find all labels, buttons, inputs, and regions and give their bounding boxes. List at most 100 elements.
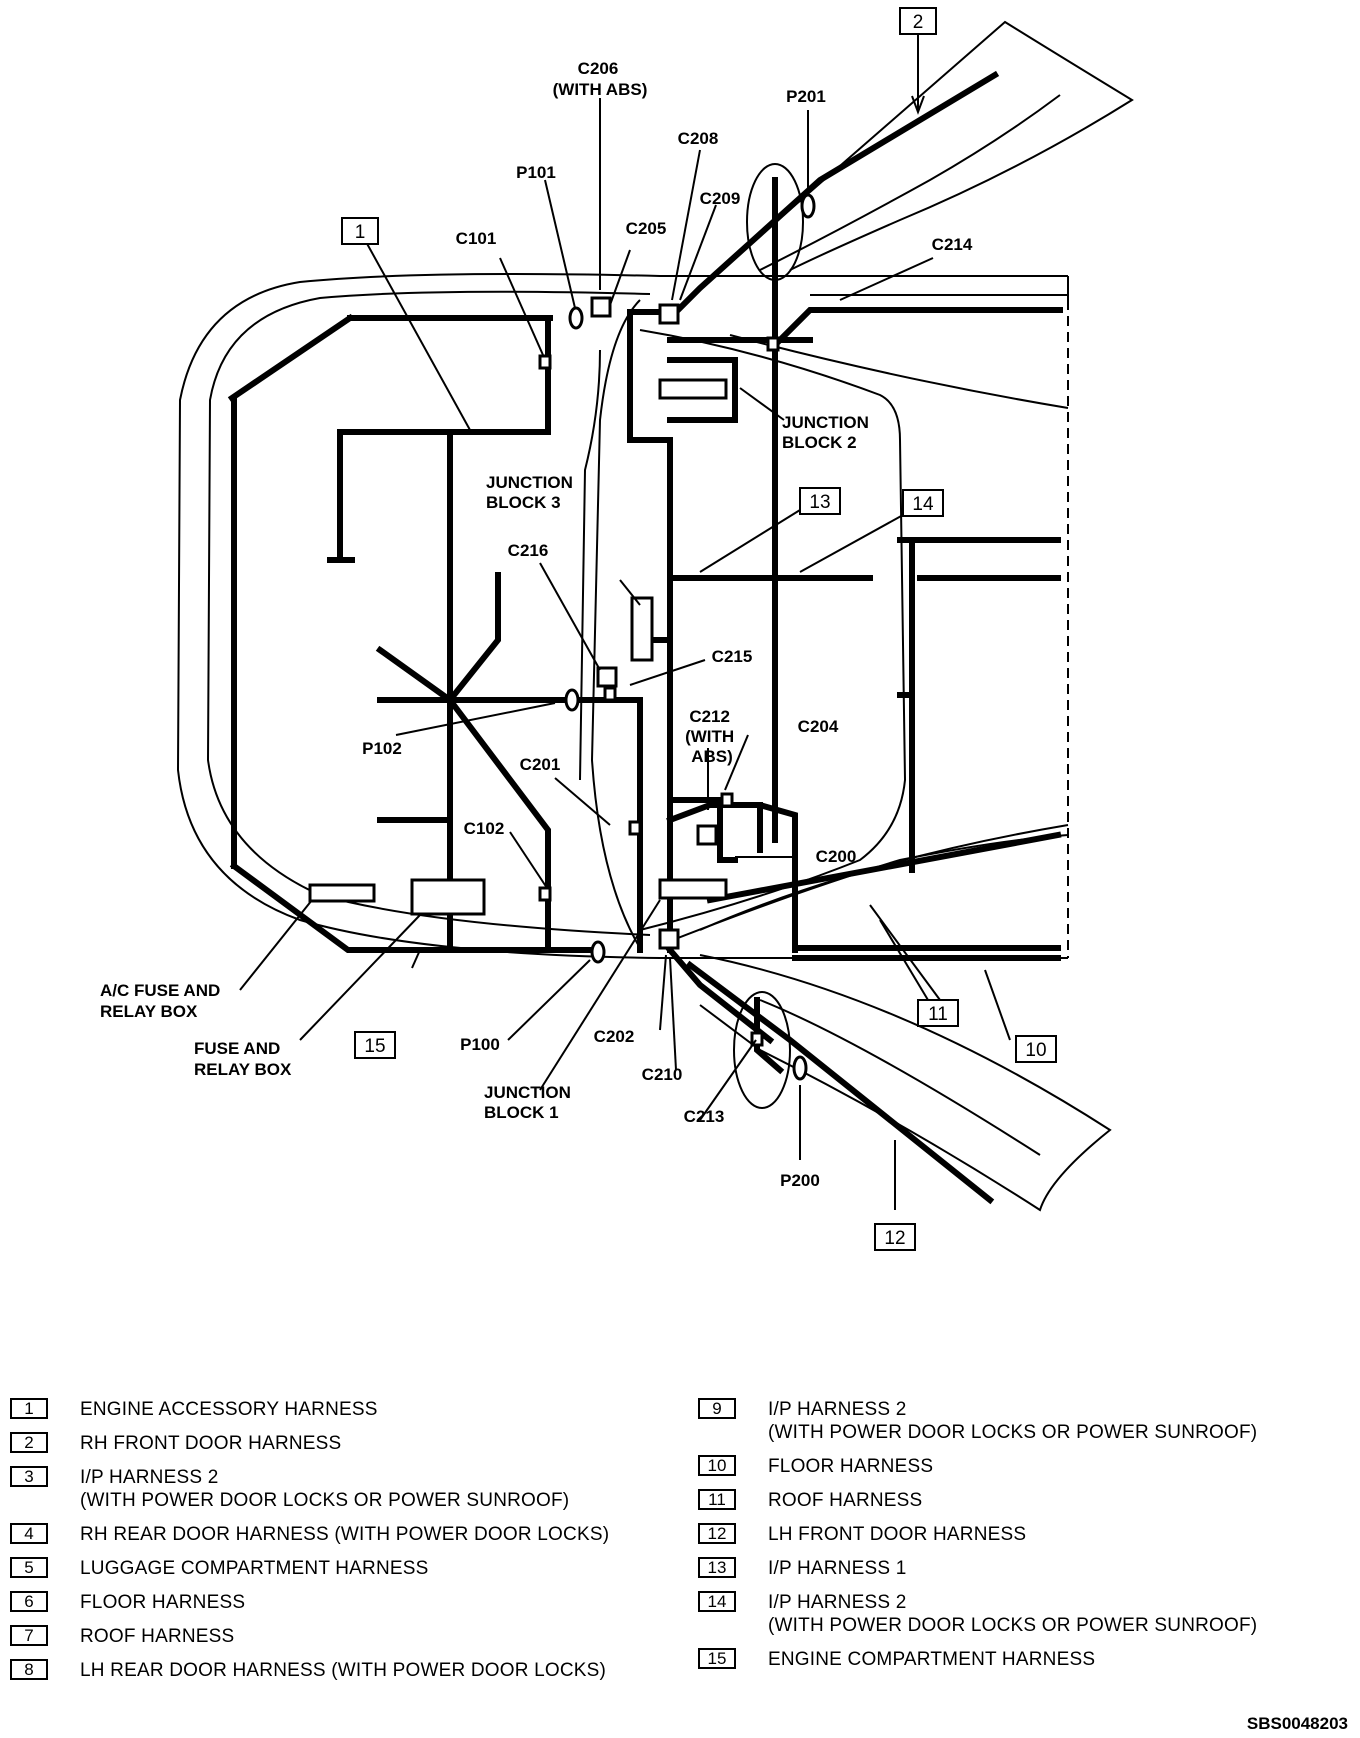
label-c208: C208	[678, 129, 719, 148]
junction-block-3	[630, 596, 654, 662]
legend-label: I/P HARNESS 2	[768, 1399, 907, 1420]
legend-left-column: 1 ENGINE ACCESSORY HARNESS 2 RH FRONT DOOR …	[10, 1398, 690, 1693]
label-c200: C200	[816, 847, 857, 866]
legend-label: ENGINE COMPARTMENT HARNESS	[768, 1649, 1096, 1670]
leader-lines	[239, 35, 1011, 1210]
label-c216: C216	[508, 541, 549, 560]
legend-item-5: 5 LUGGAGE COMPARTMENT HARNESS	[10, 1557, 690, 1580]
legend-number-box: 6	[10, 1591, 48, 1612]
legend-number-box: 11	[698, 1489, 736, 1510]
legend-number-box: 2	[10, 1432, 48, 1453]
legend-number-box: 14	[698, 1591, 736, 1612]
callout-11: 11	[917, 999, 959, 1027]
legend-number-box: 8	[10, 1659, 48, 1680]
label-c210: C210	[642, 1065, 683, 1084]
label-p100: P100	[460, 1035, 500, 1054]
legend-text: I/P HARNESS 2(WITH POWER DOOR LOCKS OR P…	[768, 1591, 1257, 1637]
legend-item-2: 2 RH FRONT DOOR HARNESS	[10, 1432, 690, 1455]
legend-sublabel: (WITH POWER DOOR LOCKS OR POWER SUNROOF)	[80, 1490, 570, 1511]
callout-14: 14	[902, 489, 944, 517]
svg-text:13: 13	[809, 492, 830, 513]
junction-block-2	[658, 378, 728, 400]
label-c209: C209	[700, 189, 741, 208]
legend-item-13: 13 I/P HARNESS 1	[698, 1557, 1358, 1580]
legend-text: FLOOR HARNESS	[768, 1455, 933, 1478]
legend-item-8: 8 LH REAR DOOR HARNESS (WITH POWER DOOR L…	[10, 1659, 690, 1682]
legend-text: LUGGAGE COMPARTMENT HARNESS	[80, 1557, 429, 1580]
label-junction-block-3: JUNCTION BLOCK 3	[486, 473, 578, 512]
label-c102: C102	[464, 819, 505, 838]
label-c215: C215	[712, 647, 753, 666]
legend-label: LH REAR DOOR HARNESS (WITH POWER DOOR LO…	[80, 1660, 607, 1681]
legend-number-box: 4	[10, 1523, 48, 1544]
legend-label: RH REAR DOOR HARNESS (WITH POWER DOOR LO…	[80, 1524, 610, 1545]
legend-item-6: 6 FLOOR HARNESS	[10, 1591, 690, 1614]
legend-number-box: 13	[698, 1557, 736, 1578]
svg-text:1: 1	[355, 222, 366, 243]
svg-text:10: 10	[1025, 1040, 1046, 1061]
legend-item-12: 12 LH FRONT DOOR HARNESS	[698, 1523, 1358, 1546]
document-code: SBS0048203	[1246, 1714, 1348, 1733]
legend-label: RH FRONT DOOR HARNESS	[80, 1433, 342, 1454]
fuse-relay-box	[410, 878, 486, 916]
callout-12: 12	[874, 1223, 916, 1251]
legend-label: FLOOR HARNESS	[80, 1592, 246, 1613]
legend-sublabel: (WITH POWER DOOR LOCKS OR POWER SUNROOF)	[768, 1422, 1258, 1443]
lh-front-door	[699, 954, 1112, 1212]
legend-item-9: 9 I/P HARNESS 2(WITH POWER DOOR LOCKS OR …	[698, 1398, 1358, 1444]
legend-text: RH REAR DOOR HARNESS (WITH POWER DOOR LO…	[80, 1523, 609, 1546]
label-c202: C202	[594, 1027, 635, 1046]
legend-item-15: 15 ENGINE COMPARTMENT HARNESS	[698, 1648, 1358, 1671]
label-junction-block-2: JUNCTION BLOCK 2	[782, 413, 874, 452]
legend-item-11: 11 ROOF HARNESS	[698, 1489, 1358, 1512]
label-c205: C205	[626, 219, 667, 238]
legend-number-box: 12	[698, 1523, 736, 1544]
junction-block-1	[658, 878, 728, 900]
label-p200: P200	[780, 1171, 820, 1190]
legend-label: I/P HARNESS 1	[768, 1558, 907, 1579]
legend-text: I/P HARNESS 1	[768, 1557, 906, 1580]
label-c212: C212 (WITH ABS)	[685, 707, 739, 766]
legend-number-box: 7	[10, 1625, 48, 1646]
callout-1: 1	[341, 217, 379, 245]
legend-text: LH REAR DOOR HARNESS (WITH POWER DOOR LO…	[80, 1659, 606, 1682]
label-c206-note: (WITH ABS)	[553, 80, 648, 99]
legend-number-box: 1	[10, 1398, 48, 1419]
label-c201: C201	[520, 755, 561, 774]
legend-text: ROOF HARNESS	[80, 1625, 234, 1648]
legend-label: I/P HARNESS 2	[80, 1467, 219, 1488]
legend-text: FLOOR HARNESS	[80, 1591, 245, 1614]
label-ac-fuse-relay-box: A/C FUSE AND RELAY BOX	[100, 981, 225, 1021]
label-p102: P102	[362, 739, 402, 758]
legend-item-1: 1 ENGINE ACCESSORY HARNESS	[10, 1398, 690, 1421]
legend-text: I/P HARNESS 2(WITH POWER DOOR LOCKS OR P…	[80, 1466, 569, 1512]
legend-text: ROOF HARNESS	[768, 1489, 922, 1512]
legend-number-box: 5	[10, 1557, 48, 1578]
legend-label: ROOF HARNESS	[80, 1626, 235, 1647]
callout-10: 10	[1015, 1035, 1057, 1063]
svg-text:14: 14	[912, 494, 934, 515]
connectors	[538, 193, 816, 1081]
label-c206: C206	[578, 59, 619, 78]
svg-text:2: 2	[913, 12, 924, 33]
svg-text:12: 12	[884, 1228, 905, 1249]
legend-label: FLOOR HARNESS	[768, 1456, 934, 1477]
callout-15: 15	[354, 1031, 396, 1059]
legend-sublabel: (WITH POWER DOOR LOCKS OR POWER SUNROOF)	[768, 1615, 1258, 1636]
legend-number-box: 9	[698, 1398, 736, 1419]
legend-item-4: 4 RH REAR DOOR HARNESS (WITH POWER DOOR L…	[10, 1523, 690, 1546]
legend-number-box: 15	[698, 1648, 736, 1669]
legend-label: I/P HARNESS 2	[768, 1592, 907, 1613]
callout-2: 2	[899, 7, 937, 35]
legend-label: LUGGAGE COMPARTMENT HARNESS	[80, 1558, 429, 1579]
legend-text: ENGINE ACCESSORY HARNESS	[80, 1398, 378, 1421]
label-c214: C214	[932, 235, 973, 254]
legend-text: LH FRONT DOOR HARNESS	[768, 1523, 1026, 1546]
legend-label: LH FRONT DOOR HARNESS	[768, 1524, 1027, 1545]
label-c101: C101	[456, 229, 497, 248]
legend-label: ENGINE ACCESSORY HARNESS	[80, 1399, 378, 1420]
legend-item-7: 7 ROOF HARNESS	[10, 1625, 690, 1648]
rh-front-door	[699, 20, 1134, 289]
